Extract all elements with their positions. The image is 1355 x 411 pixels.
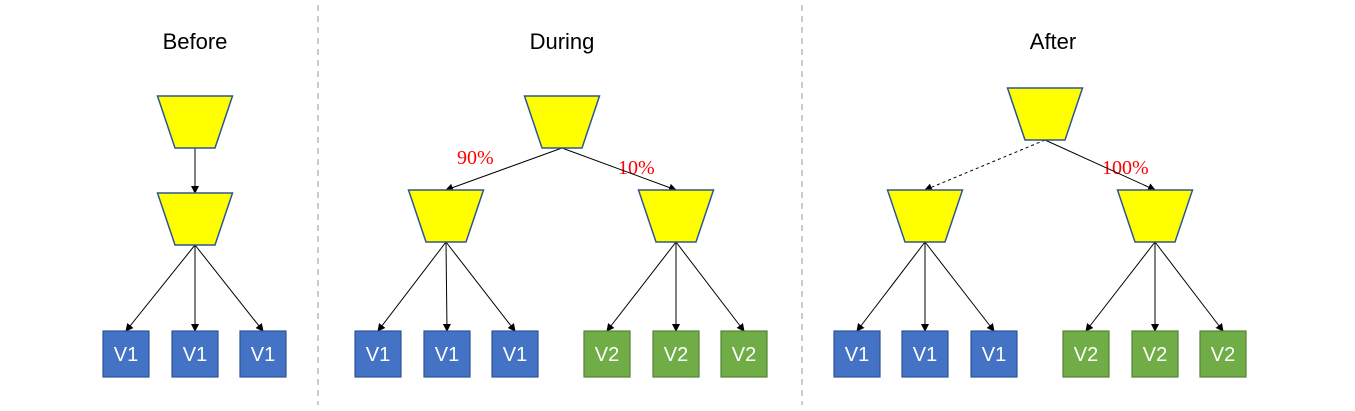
service-to-pod-arrow (675, 241, 745, 332)
pod-label: V2 (732, 344, 756, 366)
pod-label: V1 (183, 344, 207, 366)
pod-box-v2 (1199, 330, 1247, 378)
root-to-service-arrow (924, 139, 1046, 191)
service-to-pod-arrow (606, 241, 677, 332)
panel-title-during: During (530, 29, 595, 54)
service-to-pod-arrow (442, 241, 451, 332)
pod-box-v1 (171, 330, 219, 378)
pod-box-v2 (1131, 330, 1179, 378)
service-to-pod-arrow (377, 241, 447, 332)
pod-label: V1 (366, 344, 390, 366)
root-to-service-arrow (561, 147, 677, 192)
pod-box-v1 (239, 330, 287, 378)
edge-label-after-right: 100% (1102, 157, 1149, 179)
pod-label: V1 (982, 344, 1006, 366)
pod-label: V1 (251, 344, 275, 366)
gateway-node (156, 95, 234, 149)
service-to-pod-arrow (1085, 241, 1156, 332)
service-to-pod-arrow (924, 241, 995, 332)
root-to-service-arrow (445, 147, 563, 192)
gateway-node (1006, 87, 1084, 141)
pod-box-v1 (102, 330, 150, 378)
pod-box-v1 (354, 330, 402, 378)
root-to-service-arrow (1044, 139, 1156, 191)
edge-label-during-right: 10% (618, 157, 655, 179)
service-node (1116, 189, 1194, 243)
gateway-node (523, 95, 601, 149)
service-to-pod-arrow (1154, 241, 1224, 332)
pod-label: V2 (595, 344, 619, 366)
service-node (156, 192, 234, 246)
pod-label: V2 (1074, 344, 1098, 366)
pod-label: V2 (664, 344, 688, 366)
panel-title-before: Before (163, 29, 228, 54)
pod-label: V1 (435, 344, 459, 366)
service-to-pod-arrow (445, 241, 516, 332)
service-node (886, 189, 964, 243)
pod-box-v1 (970, 330, 1018, 378)
service-node (637, 189, 715, 243)
pod-label: V2 (1143, 344, 1167, 366)
pod-box-v2 (1062, 330, 1110, 378)
service-to-pod-arrow (194, 244, 264, 332)
panel-title-after: After (1030, 29, 1076, 54)
service-to-pod-arrow (856, 241, 926, 332)
pod-box-v1 (833, 330, 881, 378)
pod-box-v1 (901, 330, 949, 378)
pod-label: V1 (114, 344, 138, 366)
service-to-pod-arrow (125, 244, 196, 332)
pod-label: V1 (913, 344, 937, 366)
pod-label: V1 (503, 344, 527, 366)
pod-box-v2 (583, 330, 631, 378)
service-node (407, 189, 485, 243)
pod-box-v1 (491, 330, 539, 378)
diagram-shapes: V1 V1 V1 V1 V1 V1 V2 V2 V2 V1 V1 V1 V2 V2 V2 (102, 87, 1247, 378)
pod-box-v1 (423, 330, 471, 378)
pod-label: V1 (845, 344, 869, 366)
pod-box-v2 (720, 330, 768, 378)
edge-label-during-left: 90% (457, 147, 494, 169)
pod-box-v2 (652, 330, 700, 378)
pod-label: V2 (1211, 344, 1235, 366)
